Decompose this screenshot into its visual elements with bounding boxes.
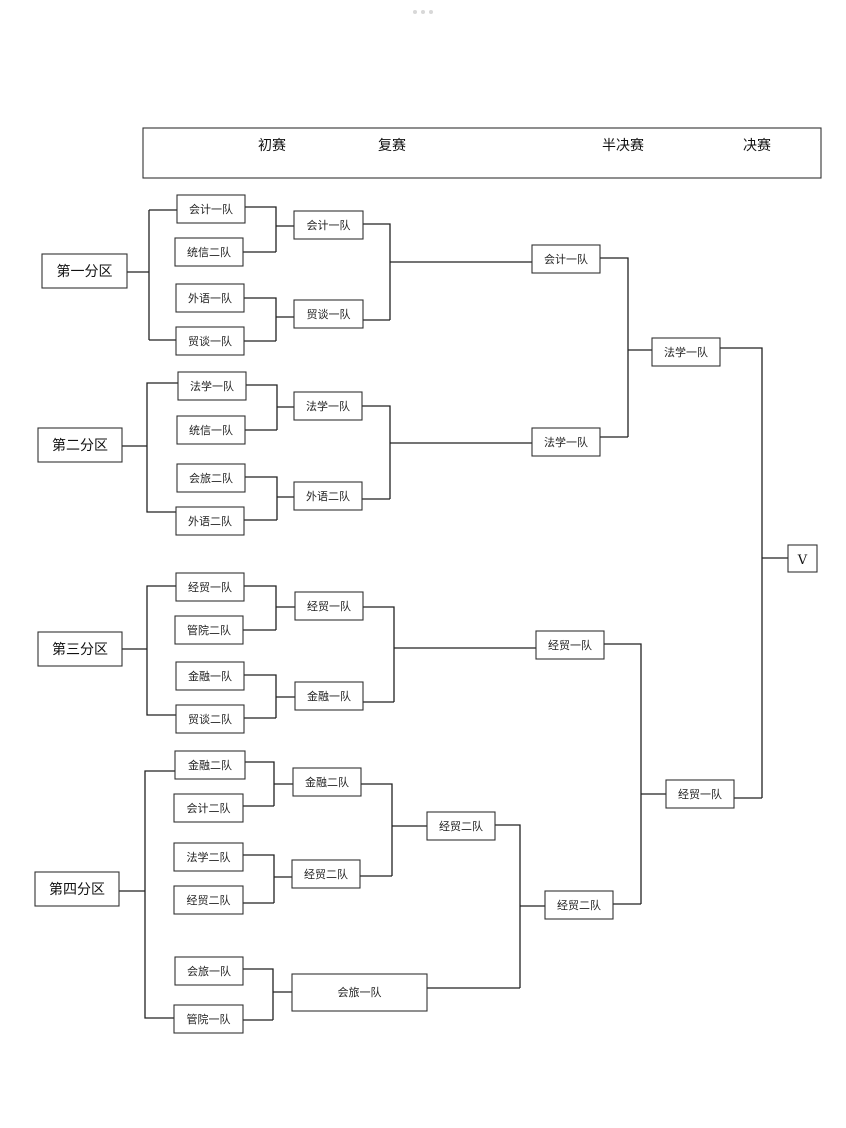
team-label: 经贸二队: [557, 898, 601, 912]
team-label: 外语二队: [188, 514, 232, 528]
team-label: 经贸一队: [307, 599, 351, 613]
team-box: 经贸一队: [535, 630, 605, 660]
semifinal-round: 法学一队 经贸一队: [651, 337, 735, 809]
team-box: 管院一队: [173, 1004, 244, 1034]
team-label: 经贸二队: [304, 867, 348, 881]
final-label: V: [797, 553, 808, 568]
team-box: 贸谈二队: [175, 704, 245, 734]
division-label: 第四分区: [49, 881, 105, 898]
team-box: 经贸二队: [173, 885, 244, 915]
team-label: 统信二队: [187, 245, 231, 259]
team-label: 会计二队: [187, 801, 231, 815]
team-label: 法学二队: [187, 850, 231, 864]
team-label: 会计一队: [307, 218, 351, 232]
division-boxes: 第一分区 第二分区 第三分区 第四分区: [34, 253, 128, 907]
team-box: 会计一队: [531, 244, 601, 274]
team-box: 外语二队: [175, 506, 245, 536]
round-header: 初赛 复赛 半决赛 决赛: [142, 127, 822, 179]
team-label: 贸谈一队: [188, 334, 232, 348]
team-label: 外语一队: [188, 291, 232, 305]
team-box: 统信一队: [176, 415, 246, 445]
second-round: 会计一队 贸谈一队 法学一队 外语二队 经贸一队 金融一队 金融二队 经贸二队 …: [291, 210, 428, 1012]
team-box: 法学一队: [177, 371, 247, 401]
team-box: 经贸一队: [665, 779, 735, 809]
third-round: 会计一队 法学一队 经贸一队 经贸二队 经贸二队: [426, 244, 614, 920]
team-label: 经贸一队: [678, 787, 722, 801]
team-label: 贸谈一队: [307, 307, 351, 321]
team-box: 经贸二队: [291, 859, 361, 889]
team-box: 会旅一队: [291, 973, 428, 1012]
team-label: 会计一队: [544, 252, 588, 266]
division-label: 第三分区: [52, 641, 108, 658]
team-box: 管院二队: [174, 615, 244, 645]
division-label: 第一分区: [57, 263, 113, 280]
team-label: 金融二队: [188, 758, 232, 772]
team-label: 经贸一队: [188, 580, 232, 594]
round-header-frame: [142, 127, 822, 179]
team-label: 金融二队: [305, 775, 349, 789]
round-label-final: 决赛: [743, 138, 771, 154]
team-box: 金融一队: [175, 661, 245, 691]
bracket-lines: [119, 206, 788, 1021]
division-2: 第二分区: [37, 427, 123, 463]
team-box: 经贸一队: [175, 572, 245, 602]
team-label: 会旅二队: [189, 471, 233, 485]
team-label: 外语二队: [306, 489, 350, 503]
round-label-first: 初赛: [258, 137, 286, 154]
team-label: 法学一队: [544, 435, 588, 449]
team-label: 法学一队: [190, 379, 234, 393]
team-label: 管院一队: [187, 1012, 231, 1026]
team-box: 会计一队: [176, 194, 246, 224]
team-label: 会计一队: [189, 202, 233, 216]
team-box: 统信二队: [174, 237, 244, 267]
division-1: 第一分区: [41, 253, 128, 289]
team-label: 统信一队: [189, 423, 233, 437]
team-box: 外语一队: [175, 283, 245, 313]
round-label-second: 复赛: [378, 137, 406, 154]
team-box: 贸谈一队: [293, 299, 364, 329]
team-box: 法学一队: [293, 391, 363, 421]
team-box: 金融一队: [294, 681, 364, 711]
team-box: 金融二队: [174, 750, 246, 780]
team-box: 法学一队: [651, 337, 721, 367]
round-label-semifinal: 半决赛: [602, 138, 644, 154]
first-round: 会计一队 统信二队 外语一队 贸谈一队 法学一队 统信一队 会旅二队 外语二队 …: [173, 194, 247, 1034]
team-label: 贸谈二队: [188, 712, 232, 726]
division-3: 第三分区: [37, 631, 123, 667]
division-label: 第二分区: [52, 437, 108, 454]
team-box: 经贸一队: [294, 591, 364, 621]
division-4: 第四分区: [34, 871, 120, 907]
team-box: 会旅二队: [176, 463, 246, 493]
team-box: 经贸二队: [544, 890, 614, 920]
team-box: 经贸二队: [426, 811, 496, 841]
team-box: 法学二队: [173, 842, 244, 872]
team-label: 经贸二队: [439, 819, 483, 833]
team-box: 外语二队: [293, 481, 363, 511]
final-box: V: [787, 544, 818, 573]
team-label: 金融一队: [188, 669, 232, 683]
team-label: 经贸一队: [548, 638, 592, 652]
team-box: 会计二队: [173, 793, 244, 823]
team-box: 法学一队: [531, 427, 601, 457]
team-box: 会旅一队: [174, 956, 244, 986]
team-label: 管院二队: [187, 623, 231, 637]
team-box: 贸谈一队: [175, 326, 245, 356]
team-label: 法学一队: [306, 399, 350, 413]
team-label: 会旅一队: [338, 985, 382, 999]
team-box: 会计一队: [293, 210, 364, 240]
team-label: 法学一队: [664, 345, 708, 359]
team-label: 会旅一队: [187, 964, 231, 978]
team-label: 经贸二队: [187, 893, 231, 907]
team-box: 金融二队: [292, 767, 362, 797]
team-label: 金融一队: [307, 689, 351, 703]
top-dots: [413, 10, 433, 14]
